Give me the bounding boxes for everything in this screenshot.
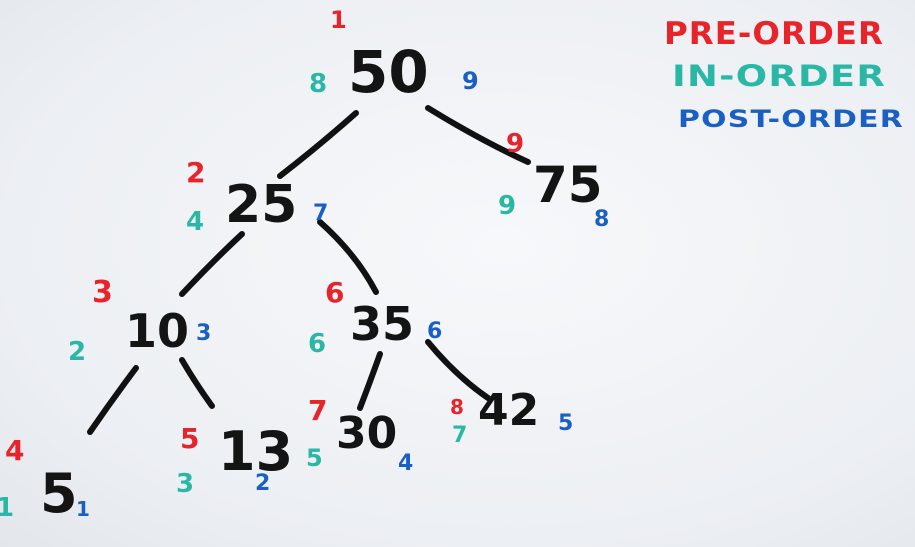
node-75-value: 75: [533, 156, 603, 214]
node-42-postorder-index: 5: [558, 411, 573, 436]
node-42-value: 42: [478, 385, 539, 436]
node-25-postorder-index: 7: [313, 201, 328, 226]
legend-inorder: IN-ORDER: [672, 59, 886, 93]
node-75-postorder-index: 8: [594, 207, 609, 232]
node-5-value: 5: [40, 462, 78, 525]
node-30-inorder-index: 5: [306, 444, 323, 472]
node-50-inorder-index: 8: [309, 69, 327, 99]
edge-25-10: [179, 231, 245, 297]
node-10-value: 10: [125, 304, 189, 358]
node-75-preorder-index: 9: [506, 129, 524, 159]
node-30-value: 30: [336, 408, 397, 459]
node-35-value: 35: [350, 297, 414, 351]
node-13-preorder-index: 5: [180, 422, 199, 455]
edge-10-5: [87, 365, 139, 435]
node-75-inorder-index: 9: [498, 191, 516, 221]
node-50-preorder-index: 1: [330, 6, 347, 34]
node-13-value: 13: [218, 420, 293, 483]
node-10-postorder-index: 3: [196, 321, 211, 346]
node-5-inorder-index: 1: [0, 493, 14, 523]
node-13-inorder-index: 3: [176, 469, 194, 499]
node-13-postorder-index: 2: [255, 471, 270, 496]
edge-35-42: [425, 339, 491, 401]
node-42-inorder-index: 7: [452, 423, 467, 448]
node-25-inorder-index: 4: [186, 207, 204, 237]
node-30-postorder-index: 4: [398, 451, 413, 476]
node-35-postorder-index: 6: [427, 319, 442, 344]
node-50-postorder-index: 9: [462, 67, 479, 95]
edge-50-25: [277, 110, 359, 179]
node-35-preorder-index: 6: [325, 276, 344, 309]
edge-35-30: [357, 351, 383, 411]
node-25-preorder-index: 2: [186, 156, 205, 189]
node-10-preorder-index: 3: [92, 275, 113, 310]
node-5-preorder-index: 4: [5, 434, 24, 467]
edge-25-35: [317, 219, 379, 295]
node-25-value: 25: [225, 175, 297, 235]
node-5-postorder-index: 1: [76, 497, 90, 521]
node-50-value: 50: [348, 38, 429, 106]
edge-10-13: [179, 357, 215, 409]
node-42-preorder-index: 8: [450, 395, 464, 419]
node-30-preorder-index: 7: [308, 394, 327, 427]
legend-preorder: PRE-ORDER: [664, 16, 884, 52]
legend-postorder: POST-ORDER: [678, 105, 904, 133]
node-35-inorder-index: 6: [308, 329, 326, 359]
edge-50-75: [425, 105, 531, 165]
node-10-inorder-index: 2: [68, 337, 86, 367]
